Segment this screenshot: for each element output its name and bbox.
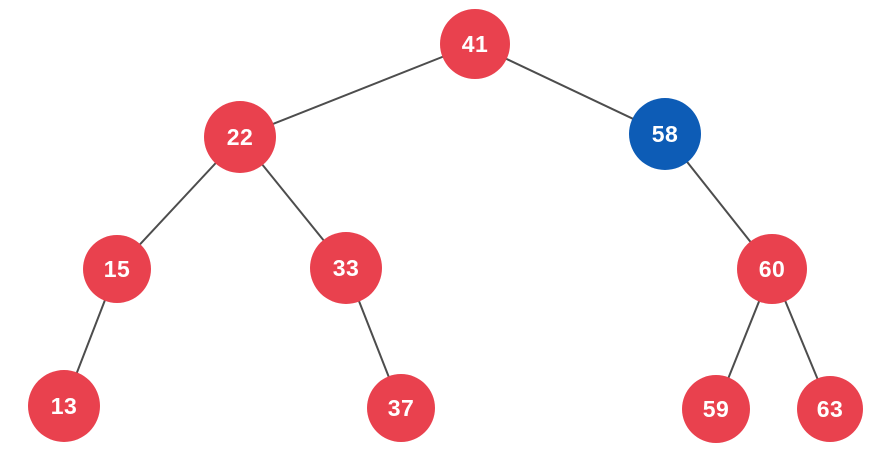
- node-label: 13: [50, 392, 78, 419]
- node-label: 37: [387, 394, 415, 421]
- node-label: 15: [103, 255, 131, 282]
- node-label: 60: [758, 255, 786, 282]
- tree-node-37: 37: [367, 374, 435, 442]
- node-label: 63: [816, 395, 844, 422]
- node-label: 22: [226, 123, 254, 150]
- tree-node-63: 63: [797, 376, 863, 442]
- tree-node-13: 13: [28, 370, 100, 442]
- node-label: 33: [332, 254, 360, 281]
- node-label: 59: [702, 395, 730, 422]
- tree-edge-41-22: [239, 43, 476, 138]
- tree-node-41: 41: [440, 9, 510, 79]
- tree-node-22: 22: [204, 101, 276, 173]
- tree-node-59: 59: [682, 375, 750, 443]
- tree-node-33: 33: [310, 232, 382, 304]
- node-label: 58: [651, 120, 679, 147]
- tree-node-15: 15: [83, 235, 151, 303]
- tree-node-60: 60: [737, 234, 807, 304]
- node-label: 41: [461, 30, 489, 57]
- tree-node-58: 58: [629, 98, 701, 170]
